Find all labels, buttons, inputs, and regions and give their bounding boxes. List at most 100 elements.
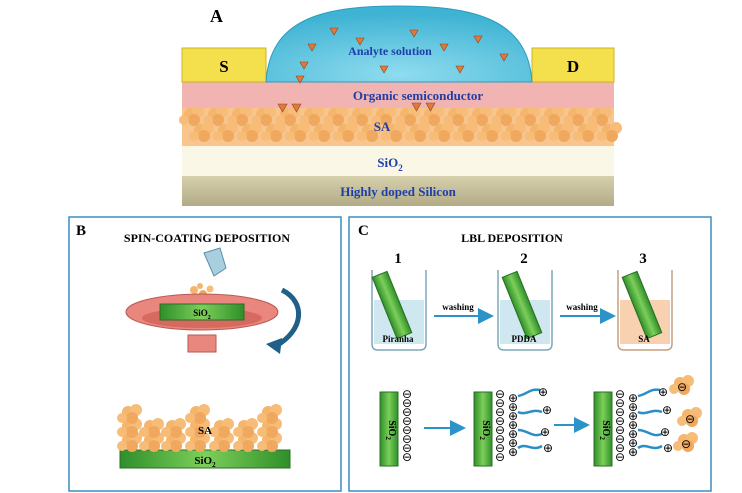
minus-charge: ⊖ [402, 405, 412, 419]
panel-c-border [348, 216, 712, 492]
step-3-number: 3 [639, 251, 647, 267]
minus-charge: ⊖ [615, 441, 625, 455]
plus-charge: ⊕ [508, 391, 518, 405]
minus-charge: ⊖ [402, 423, 412, 437]
panel-b-title: SPIN-COATING DEPOSITION [124, 231, 290, 245]
source-contact [181, 47, 267, 83]
minus-charge: ⊖ [495, 432, 505, 446]
pdda-chain [637, 428, 663, 437]
drain-contact [531, 47, 615, 83]
panel-b-letter: B [76, 223, 86, 239]
lbl-sio2-slide [473, 391, 493, 467]
plus-charge: ⊕ [538, 385, 548, 399]
lbl-sequence: SiO2⊖⊖⊖⊖⊖⊖⊖⊖SiO2⊖⊖⊖⊖⊖⊖⊖⊖⊕⊕⊕⊕⊕⊕⊕⊕⊕⊕⊕SiO2⊖… [379, 375, 702, 467]
panel-a: A Highly doped Silicon SiO2 SA Organic s… [179, 5, 622, 206]
minus-charge: ⊖ [615, 423, 625, 437]
beaker-pdda: PDDA [497, 270, 553, 351]
plus-charge: ⊕ [542, 403, 552, 417]
minus-charge: ⊖ [402, 441, 412, 455]
panel-b: B SPIN-COATING DEPOSITION SiO2 SiO2 SA [68, 216, 342, 492]
silicon-layer [182, 176, 614, 206]
plus-charge: ⊕ [628, 436, 638, 450]
panel-b-border [68, 216, 342, 492]
minus-charge: ⊖ [615, 387, 625, 401]
minus-charge: ⊖ [495, 441, 505, 455]
lbl-sio2-label: SiO2 [384, 420, 397, 440]
plus-charge: ⊕ [662, 403, 672, 417]
pdda-chain [517, 388, 541, 398]
minus-charge: ⊖ [402, 450, 412, 464]
lbl-sio2-slide [593, 391, 613, 467]
beaker-1-label: Piranha [382, 334, 414, 344]
organic-layer [182, 82, 614, 108]
beaker-piranha: Piranha [371, 270, 427, 351]
pdda-chain [517, 444, 543, 450]
lbl-sio2-slide [379, 391, 399, 467]
minus-charge: ⊖ [402, 414, 412, 428]
analyte-droplet [265, 5, 533, 83]
minus-charge: ⊖ [685, 412, 695, 426]
panel-a-letter: A [210, 6, 223, 26]
bottom-sio2-slide [119, 449, 291, 469]
beaker-3-label: SA [638, 334, 650, 344]
plus-charge: ⊕ [508, 400, 518, 414]
plus-charge: ⊕ [508, 436, 518, 450]
analyte-label: Analyte solution [348, 44, 432, 58]
plus-charge: ⊕ [508, 409, 518, 423]
spin-sio2-label: SiO2 [193, 308, 211, 321]
pdda-chain [637, 409, 663, 415]
panel-c: C LBL DEPOSITION 1 2 3 Piranha PDDA SA w… [348, 216, 712, 492]
minus-charge: ⊖ [615, 432, 625, 446]
spin-spindle [187, 334, 217, 353]
minus-charge: ⊖ [615, 414, 625, 428]
plus-charge: ⊕ [658, 385, 668, 399]
minus-charge: ⊖ [402, 387, 412, 401]
bottom-sio2-label: SiO2 [194, 455, 216, 469]
minus-charge: ⊖ [681, 437, 691, 451]
minus-charge: ⊖ [615, 450, 625, 464]
plus-charge: ⊕ [628, 400, 638, 414]
panel-c-title: LBL DEPOSITION [461, 231, 563, 245]
pdda-chain [517, 428, 543, 437]
minus-charge: ⊖ [615, 405, 625, 419]
drain-label: D [567, 57, 579, 76]
plus-charge: ⊕ [508, 418, 518, 432]
silicon-label: Highly doped Silicon [340, 184, 456, 199]
plus-charge: ⊕ [628, 409, 638, 423]
plus-charge: ⊕ [663, 441, 673, 455]
plus-charge: ⊕ [628, 418, 638, 432]
minus-charge: ⊖ [402, 396, 412, 410]
film-sa-label: SA [198, 425, 212, 437]
plus-charge: ⊕ [628, 427, 638, 441]
plus-charge: ⊕ [508, 445, 518, 459]
sa-label: SA [374, 119, 391, 134]
rotation-arrow-head [266, 338, 282, 354]
step-1-number: 1 [394, 251, 402, 267]
pdda-chain [517, 409, 543, 415]
dispenser-nozzle [203, 247, 227, 277]
pdda-chain [637, 388, 661, 398]
minus-charge: ⊖ [495, 450, 505, 464]
plus-charge: ⊕ [660, 425, 670, 439]
lbl-sio2-label: SiO2 [598, 420, 611, 440]
plus-charge: ⊕ [628, 445, 638, 459]
minus-charge: ⊖ [495, 405, 505, 419]
minus-charge: ⊖ [402, 432, 412, 446]
washing-label-1: washing [442, 302, 474, 312]
plus-charge: ⊕ [508, 427, 518, 441]
organic-label: Organic semiconductor [353, 88, 484, 103]
minus-charge: ⊖ [495, 423, 505, 437]
beaker-sa: SA [617, 270, 673, 351]
minus-charge: ⊖ [495, 396, 505, 410]
analyte-triangles [277, 27, 509, 113]
source-label: S [219, 57, 228, 76]
rotation-arrow [274, 287, 301, 349]
minus-charge: ⊖ [495, 414, 505, 428]
plus-charge: ⊕ [543, 441, 553, 455]
plus-charge: ⊕ [540, 425, 550, 439]
minus-charge: ⊖ [615, 396, 625, 410]
step-2-number: 2 [520, 251, 528, 267]
spin-sio2-slide [159, 303, 245, 321]
